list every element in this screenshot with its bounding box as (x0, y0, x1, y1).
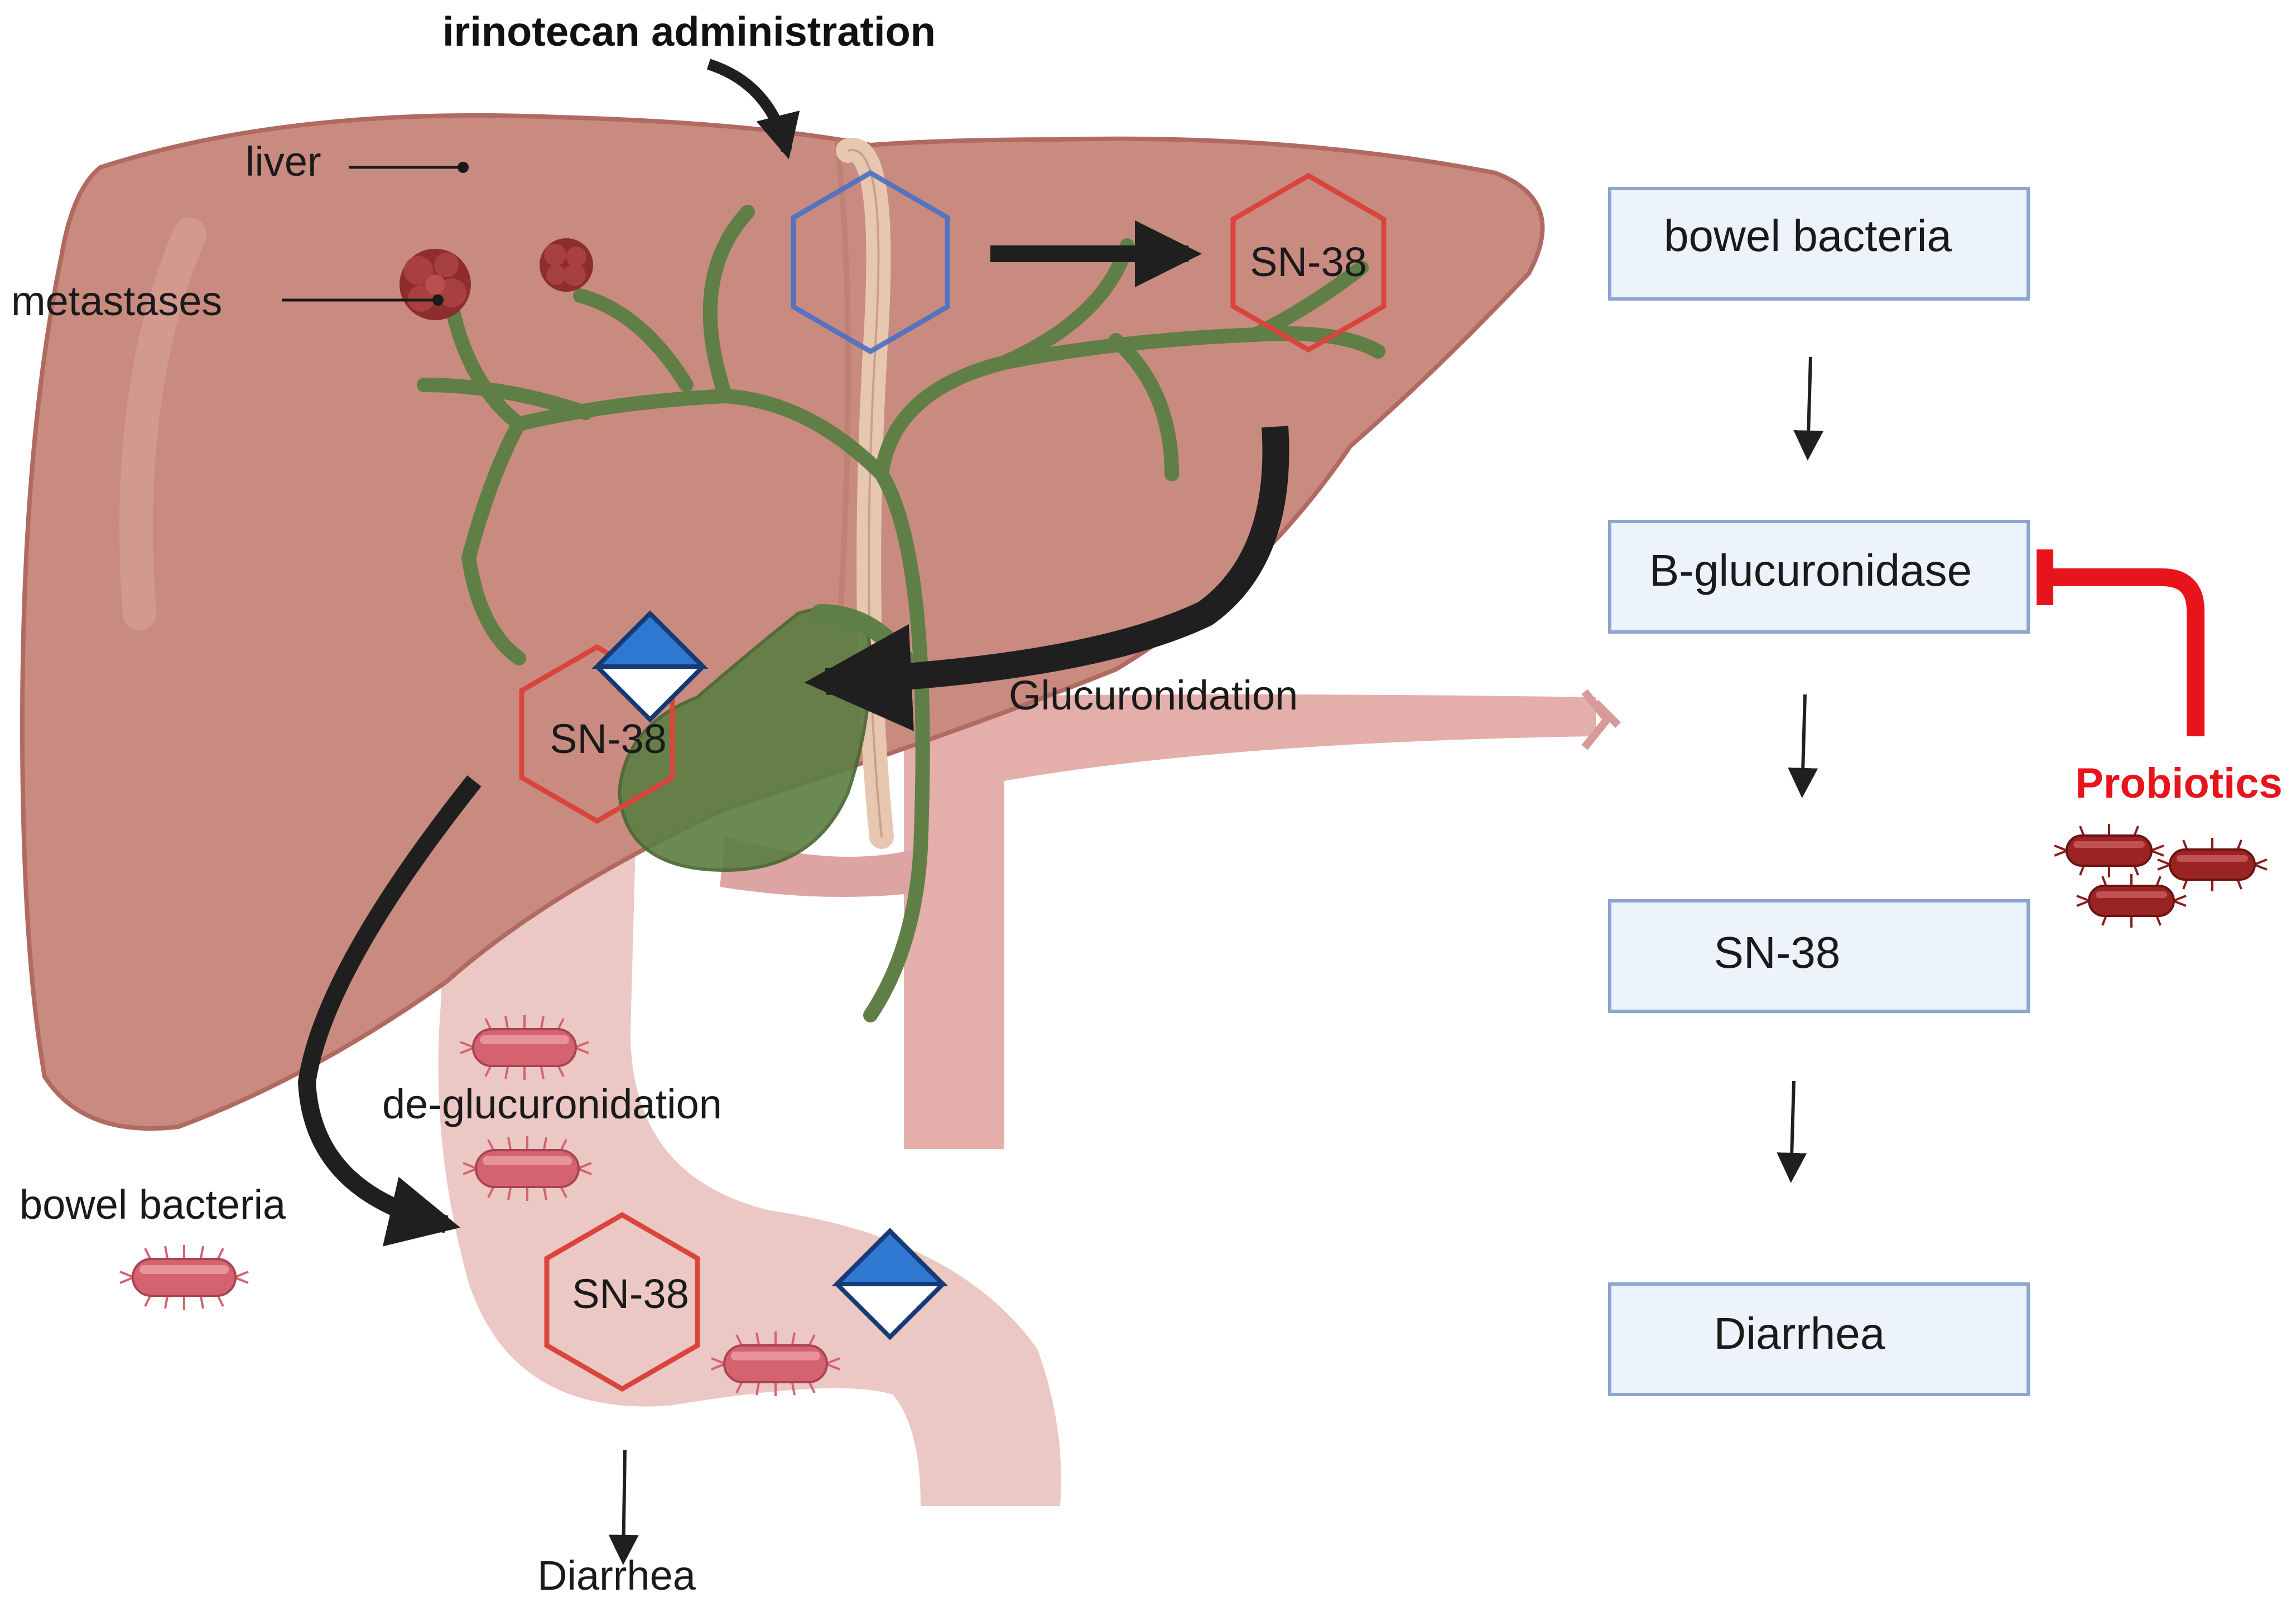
arrow-irinotecan-in (706, 59, 800, 160)
sn38-hexagon-intestine (544, 1212, 700, 1392)
sn38-label-gallbladder: SN-38 (550, 716, 667, 762)
flow-box-label: B-glucuronidase (1649, 546, 1972, 595)
diarrhea-label: Diarrhea (537, 1552, 696, 1599)
irinotecan-hexagon (791, 170, 950, 355)
flow-box-label: SN-38 (1714, 928, 1841, 977)
glucuronidation-label: Glucuronidation (1009, 672, 1298, 718)
inhibition-line (2045, 568, 2204, 736)
sn38-label-intestine: SN-38 (572, 1271, 689, 1317)
flow-arrow (1788, 694, 1818, 798)
flow-box-label: Diarrhea (1714, 1309, 1885, 1358)
deglucuronidation-label: de-glucuronidation (382, 1081, 722, 1127)
liver-label: liver (246, 138, 321, 185)
intestine-shape (438, 826, 1061, 1506)
flow-box-diarrhea (1608, 1282, 2030, 1396)
flowchart: bowel bacteria B-glucuronidase SN-38 Dia… (1608, 187, 2283, 1396)
flow-box-sn38 (1608, 899, 2030, 1013)
bacteria-icon (119, 1244, 249, 1311)
liver-pointer-dot (458, 162, 469, 173)
probiotic-bacteria-icon (2053, 823, 2165, 879)
probiotic-bacteria-icon (2157, 837, 2268, 892)
arrow-to-diarrhea (608, 1450, 639, 1565)
probiotics-label: Probiotics (2075, 760, 2283, 807)
flow-box-b-glucuronidase (1608, 520, 2030, 634)
metastases-nodules (399, 238, 593, 320)
bile-ducts (417, 205, 1385, 1022)
irinotecan-label: irinotecan administration (442, 8, 936, 55)
flow-arrow (1793, 356, 1824, 461)
metastases-label: metastases (11, 278, 222, 324)
flow-box-bowel-bacteria (1608, 187, 2030, 301)
sn38-label-liver: SN-38 (1250, 239, 1367, 285)
bowel-bacteria-label: bowel bacteria (20, 1181, 286, 1228)
flow-arrow (1777, 1080, 1807, 1183)
flow-box-label: bowel bacteria (1664, 211, 1952, 260)
probiotic-bacteria-icon (2076, 873, 2187, 929)
arrow-to-intestine (297, 775, 482, 1247)
arrow-glucuronidation (804, 426, 1289, 731)
metastases-pointer-dot (432, 295, 444, 306)
sn38-hexagon-liver (1230, 172, 1387, 353)
